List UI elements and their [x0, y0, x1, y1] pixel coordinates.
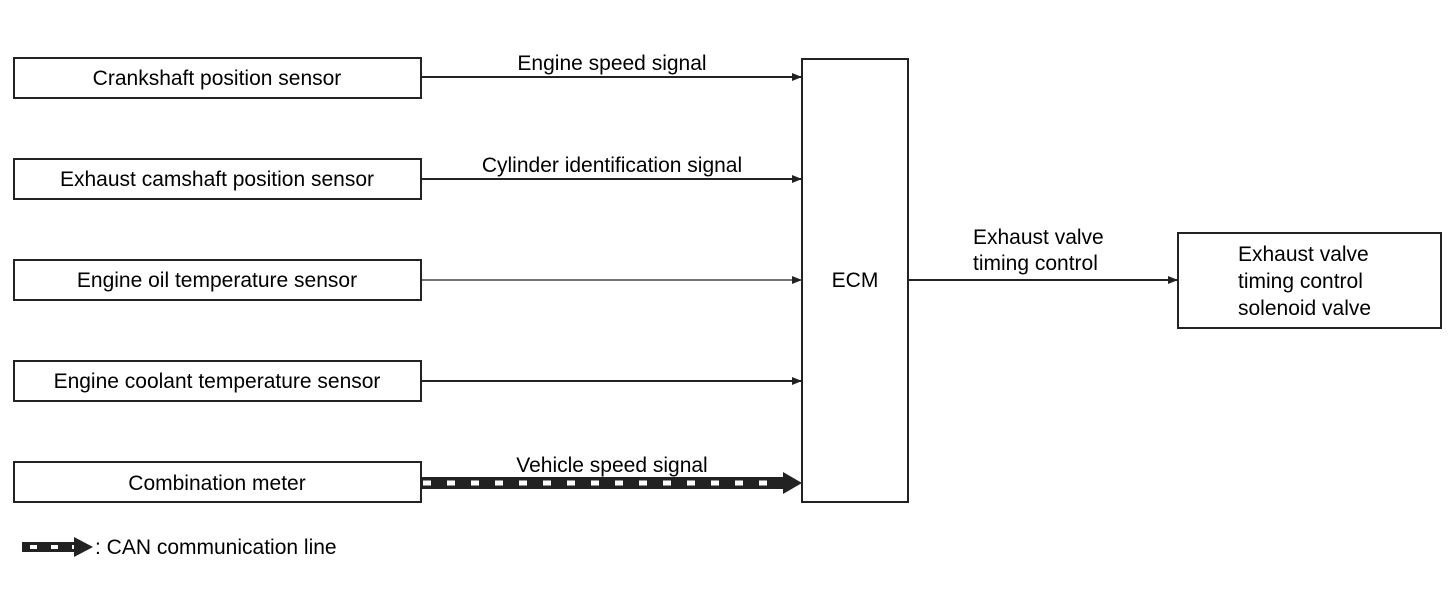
sensor-label: Combination meter [128, 472, 305, 495]
signal-label: Engine speed signal [517, 52, 706, 75]
can-line-legend-icon [22, 537, 93, 557]
solenoid-valve-block: Exhaust valve timing control solenoid va… [1177, 232, 1442, 329]
output-signal-label-2: timing control [973, 252, 1098, 275]
ecm-label: ECM [832, 269, 879, 292]
solenoid-label-1: Exhaust valve [1238, 243, 1369, 266]
sensor-label: Engine oil temperature sensor [77, 269, 357, 292]
sensor-label: Exhaust camshaft position sensor [60, 168, 374, 191]
sensor-label: Crankshaft position sensor [93, 67, 342, 90]
solenoid-label-2: timing control [1238, 270, 1363, 293]
output-signal: Exhaust valve timing control [908, 226, 1178, 284]
can-line-arrow [421, 472, 802, 494]
sensor-crankshaft: Crankshaft position sensor Engine speed … [13, 52, 802, 99]
signal-label: Cylinder identification signal [482, 154, 742, 177]
signal-label: Vehicle speed signal [516, 454, 707, 477]
sensor-engine-oil-temp: Engine oil temperature sensor [13, 259, 802, 301]
solenoid-label-3: solenoid valve [1238, 297, 1371, 320]
output-signal-label-1: Exhaust valve [973, 226, 1104, 249]
sensor-exhaust-camshaft: Exhaust camshaft position sensor Cylinde… [13, 154, 802, 200]
ecm-block: ECM [801, 58, 909, 503]
combination-meter: Combination meter Vehicle speed signal [13, 454, 802, 503]
sensor-label: Engine coolant temperature sensor [54, 370, 381, 393]
legend: : CAN communication line [22, 536, 337, 559]
sensor-engine-coolant-temp: Engine coolant temperature sensor [13, 360, 802, 402]
legend-label: : CAN communication line [95, 536, 337, 559]
